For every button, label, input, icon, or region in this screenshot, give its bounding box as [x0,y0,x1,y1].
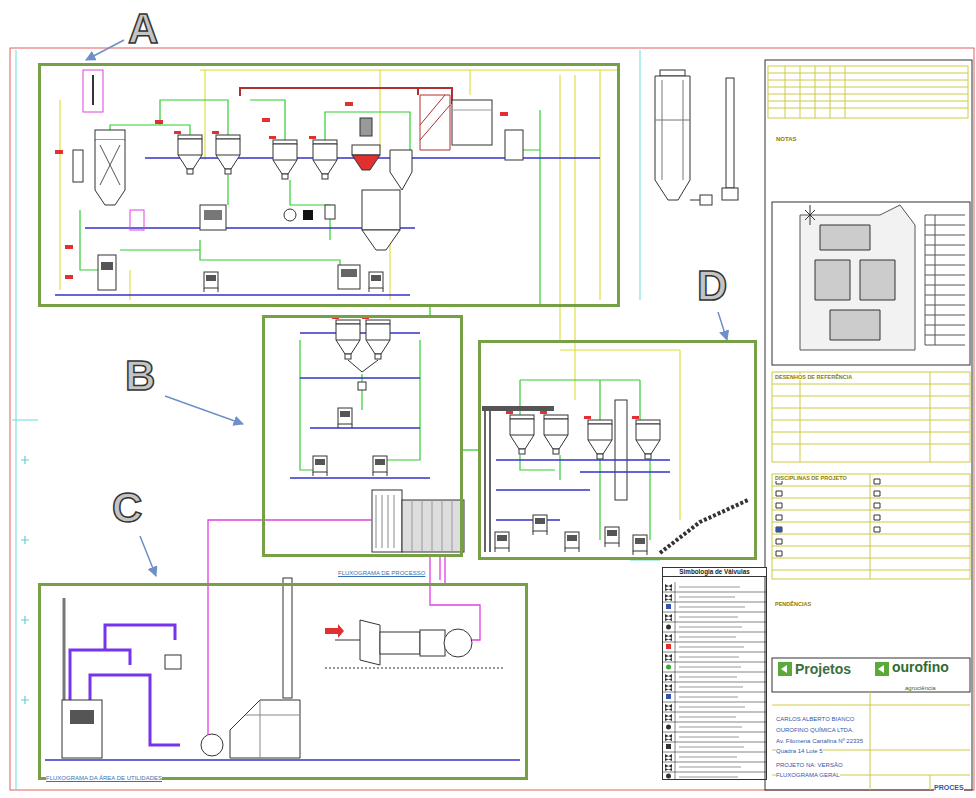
legend-title: Simbologia de Válvulas [663,568,766,577]
sheet-label: PROCES [934,784,964,791]
label-holder: FLUXOGRAMA DE PROCESSO [338,561,425,579]
region-frame: D [478,340,757,560]
label-holder: PROJETO NA: VERSÃO [776,753,843,771]
sheet-label: FLUXOGRAMA GERAL [776,772,840,778]
leader-arrows [86,40,727,576]
title-block [765,60,972,790]
area-b-equipment [290,316,464,552]
sheet-label: CARLOS ALBERTO BIANCO [776,716,854,722]
area-a-equipment [55,70,620,400]
label-holder: FLUXOGRAMA DA ÁREA DE UTILIDADES [46,766,162,784]
sheet-frame [10,48,974,790]
sheet-label: FLUXOGRAMA DE PROCESSO [338,570,425,576]
sheet-label: DESENHOS DE REFERÊNCIA [775,374,852,380]
sheet-label: Av. Filomena Cartafina Nº 22335 [776,738,863,744]
sheet-label: DISCIPLINAS DE PROJETO [775,475,847,481]
region-letter: D [697,265,727,307]
pipe-connector [429,307,430,315]
pipe-connector [463,449,478,450]
sheet-label: Projetos [795,661,851,677]
label-holder: Projetos [795,660,851,678]
sheet-label: ourofino [892,659,949,675]
sheet-label: PENDÊNCIAS [775,601,811,607]
label-holder: agrociência [905,676,936,694]
sheet-label: OUROFINO QUÍMICA LTDA. [776,727,854,733]
label-holder: PROCES [934,776,964,794]
region-frame: B [262,315,463,557]
area-d-equipment [482,350,748,555]
region-frame: A [38,63,620,307]
sheet-label: PROJETO NA: VERSÃO [776,762,843,768]
sheet-label: FLUXOGRAMA DA ÁREA DE UTILIDADES [46,775,162,781]
label-holder: Av. Filomena Cartafina Nº 22335 [776,729,863,747]
sheet-label: Quadra 14 Lote 5 [776,748,823,754]
label-holder: Quadra 14 Lote 5 [776,739,823,757]
pipe-connector [444,557,445,583]
label-holder: FLUXOGRAMA GERAL [776,763,840,781]
sheet-label: NOTAS [776,136,797,142]
label-holder: PENDÊNCIAS [775,592,811,610]
region-letter: B [125,355,155,397]
region-letter: C [112,487,142,529]
label-holder: CARLOS ALBERTO BIANCO [776,707,854,725]
sheet-label: agrociência [905,685,936,691]
valve-legend-rows [662,582,767,780]
region-frame: C [38,583,528,780]
label-holder: NOTAS [776,127,797,145]
label-holder: ourofino [892,658,949,676]
region-letter: A [128,8,158,50]
silo-and-chimney [655,70,738,205]
label-holder: DISCIPLINAS DE PROJETO [775,466,847,484]
label-holder: DESENHOS DE REFERÊNCIA [775,365,852,383]
legend-table: Simbologia de Válvulas [662,567,767,780]
label-holder: OUROFINO QUÍMICA LTDA. [776,718,854,736]
